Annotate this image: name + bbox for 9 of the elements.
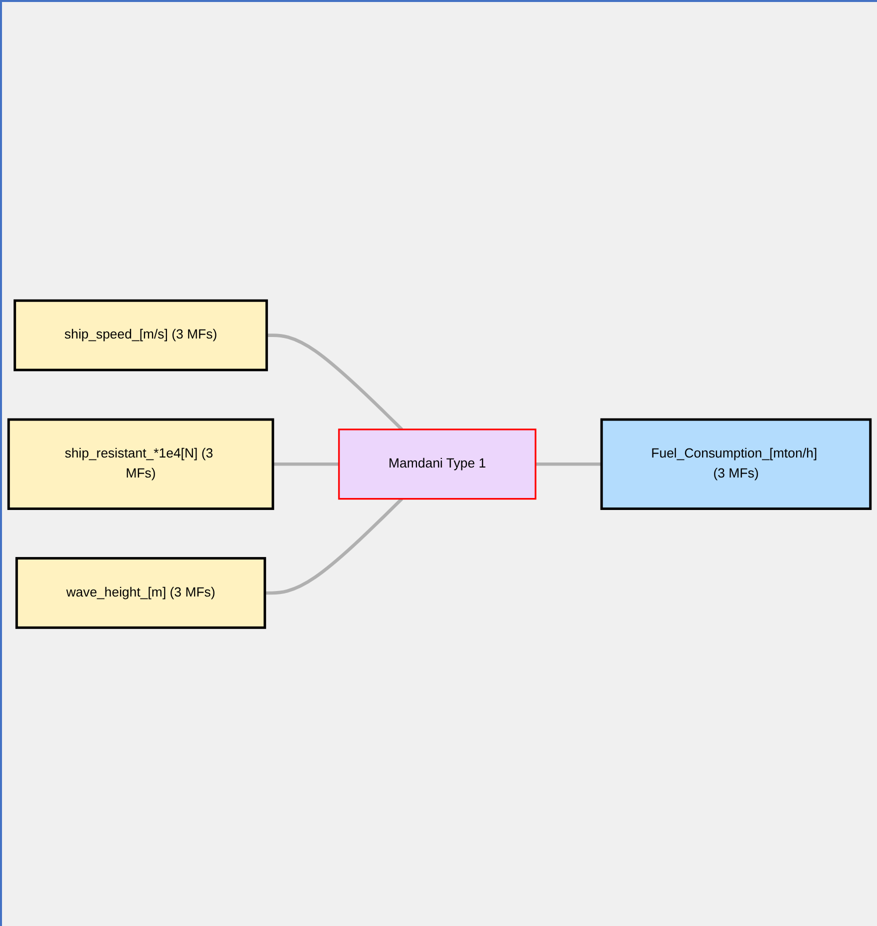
connector xyxy=(536,462,602,466)
node-box: Fuel_Consumption_[mton/h] (3 MFs) xyxy=(600,418,872,510)
node-box: wave_height_[m] (3 MFs) xyxy=(15,556,266,629)
connector xyxy=(264,498,404,594)
connector xyxy=(266,334,404,430)
node-box: ship_speed_[m/s] (3 MFs) xyxy=(14,299,268,372)
node-box: Mamdani Type 1 xyxy=(338,428,536,500)
connector xyxy=(272,462,339,466)
node-box: ship_resistant_*1e4[N] (3 MFs) xyxy=(7,418,274,510)
